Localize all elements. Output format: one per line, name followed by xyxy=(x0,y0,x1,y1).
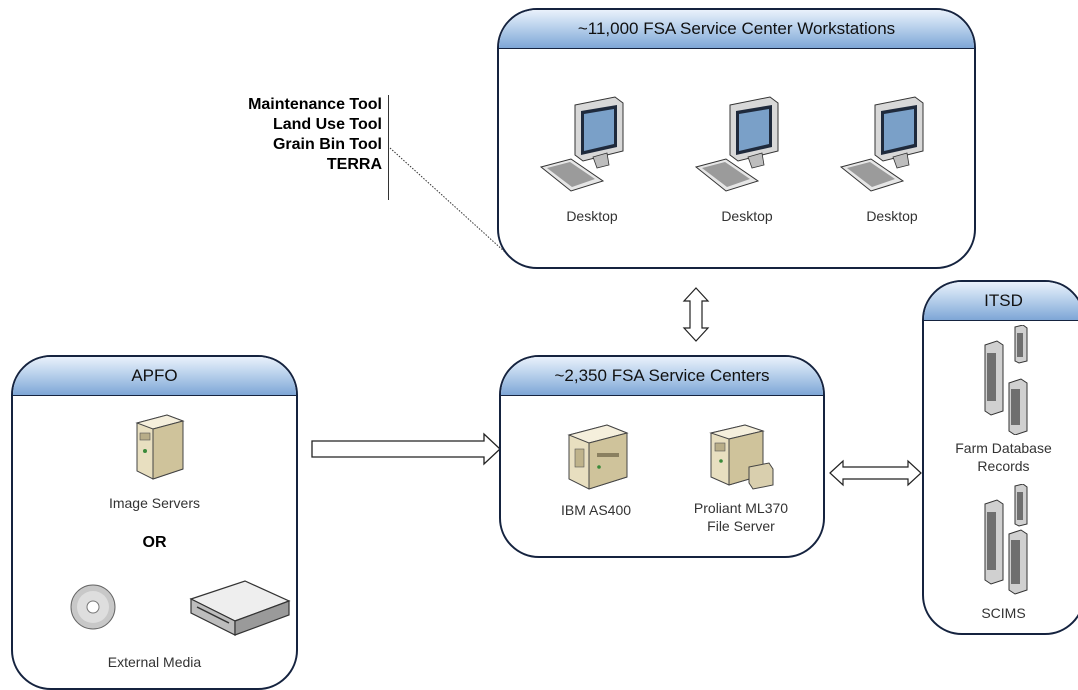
service-centers-box: ~2,350 FSA Service Centers IBM AS400 Pro… xyxy=(499,355,825,558)
desktop-computer-icon xyxy=(839,96,924,192)
workstations-title: ~11,000 FSA Service Center Workstations xyxy=(499,10,974,49)
desktop-label: Desktop xyxy=(721,208,773,224)
desktop-node: Desktop xyxy=(537,95,647,224)
server-rack-icon xyxy=(984,325,1028,435)
proliant-node: Proliant ML370 File Server xyxy=(681,419,801,554)
desktop-computer-icon xyxy=(694,96,779,192)
desktop-label: Desktop xyxy=(566,208,618,224)
desktop-node: Desktop xyxy=(837,95,947,224)
tool-item: TERRA xyxy=(326,156,382,173)
tool-item: Grain Bin Tool xyxy=(272,136,382,153)
workstations-box: ~11,000 FSA Service Center Workstations … xyxy=(497,8,976,269)
apfo-title: APFO xyxy=(13,357,296,396)
scims-label: SCIMS xyxy=(981,605,1026,621)
desktop-label: Desktop xyxy=(866,208,918,224)
farm-database-label: Farm Database Records xyxy=(955,440,1052,474)
ibm-as400-node: IBM AS400 xyxy=(541,419,651,544)
external-drive-icon xyxy=(189,580,291,636)
file-server-icon xyxy=(709,424,774,490)
tool-item: Maintenance Tool xyxy=(248,96,382,113)
image-servers-label: Image Servers xyxy=(108,495,201,511)
server-rack-icon xyxy=(984,484,1028,595)
image-server-icon xyxy=(135,414,185,480)
horizontal-double-arrow xyxy=(829,459,922,487)
service-centers-title: ~2,350 FSA Service Centers xyxy=(501,357,823,396)
mainframe-server-icon xyxy=(567,424,629,490)
cd-disc-icon xyxy=(70,584,116,630)
vertical-double-arrow xyxy=(682,287,710,342)
tool-list-bracket xyxy=(388,95,389,200)
apfo-box: APFO Image Servers OR External Media xyxy=(11,355,298,690)
itsd-title: ITSD xyxy=(924,282,1078,321)
desktop-computer-icon xyxy=(539,96,624,192)
external-media-label: External Media xyxy=(107,654,202,670)
itsd-box: ITSD Farm Database Records SCIMS xyxy=(922,280,1078,635)
ibm-as400-label: IBM AS400 xyxy=(560,502,632,518)
tool-list: Maintenance Tool Land Use Tool Grain Bin… xyxy=(200,95,388,175)
tool-item: Land Use Tool xyxy=(272,116,382,133)
or-label: OR xyxy=(142,534,167,551)
proliant-label: Proliant ML370 File Server xyxy=(693,500,789,534)
apfo-to-service-arrow xyxy=(311,432,501,466)
desktop-node: Desktop xyxy=(692,95,802,224)
